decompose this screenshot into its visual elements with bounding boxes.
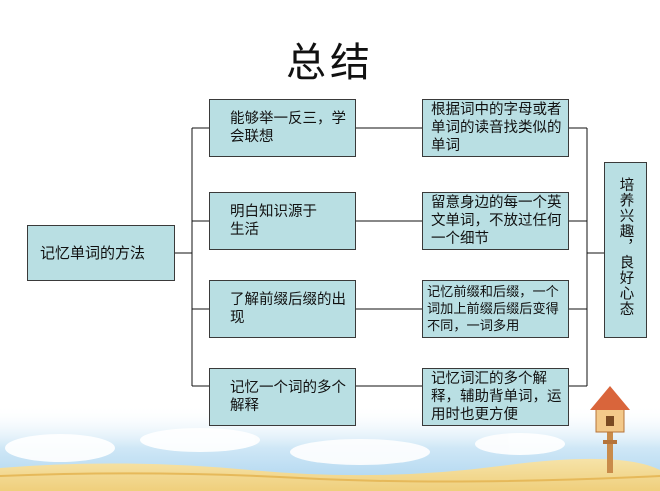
root-node: 记忆单词的方法 [27,225,175,281]
detail-node-4: 记忆词汇的多个解释，辅助背单词，运用时也更方便 [422,368,569,426]
detail-label: 记忆前缀和后缀，一个词加上前缀后缀后变得不同，一词多用 [427,284,559,334]
method-node-2: 明白知识源于生活 [209,192,356,250]
page-title: 总结 [286,40,374,86]
clouds [5,428,565,465]
root-label: 记忆单词的方法 [40,244,146,262]
detail-node-2: 留意身边的每一个英文单词，不放过任何一个细节 [422,192,569,250]
detail-node-1: 根据词中的字母或者单词的读音找类似的单词 [422,99,569,157]
method-label: 明白知识源于生活 [230,204,317,238]
method-label: 能够举一反三，学会联想 [230,111,346,145]
method-node-3: 了解前缀后缀的出现 [209,280,356,338]
detail-label: 记忆词汇的多个解释，辅助背单词，运用时也更方便 [431,371,562,423]
house-icon [590,386,630,473]
conclusion-node: 培养兴趣，良好心态 [604,162,647,338]
method-node-4: 记忆一个词的多个解释 [209,368,356,426]
detail-label: 根据词中的字母或者单词的读音找类似的单词 [431,102,562,154]
detail-node-3: 记忆前缀和后缀，一个词加上前缀后缀后变得不同，一词多用 [422,280,569,338]
method-label: 记忆一个词的多个解释 [230,380,346,414]
method-node-1: 能够举一反三，学会联想 [209,99,356,157]
sand [0,458,660,491]
conclusion-label: 培养兴趣，良好心态 [617,177,634,317]
detail-label: 留意身边的每一个英文单词，不放过任何一个细节 [431,195,562,247]
method-label: 了解前缀后缀的出现 [230,292,346,326]
